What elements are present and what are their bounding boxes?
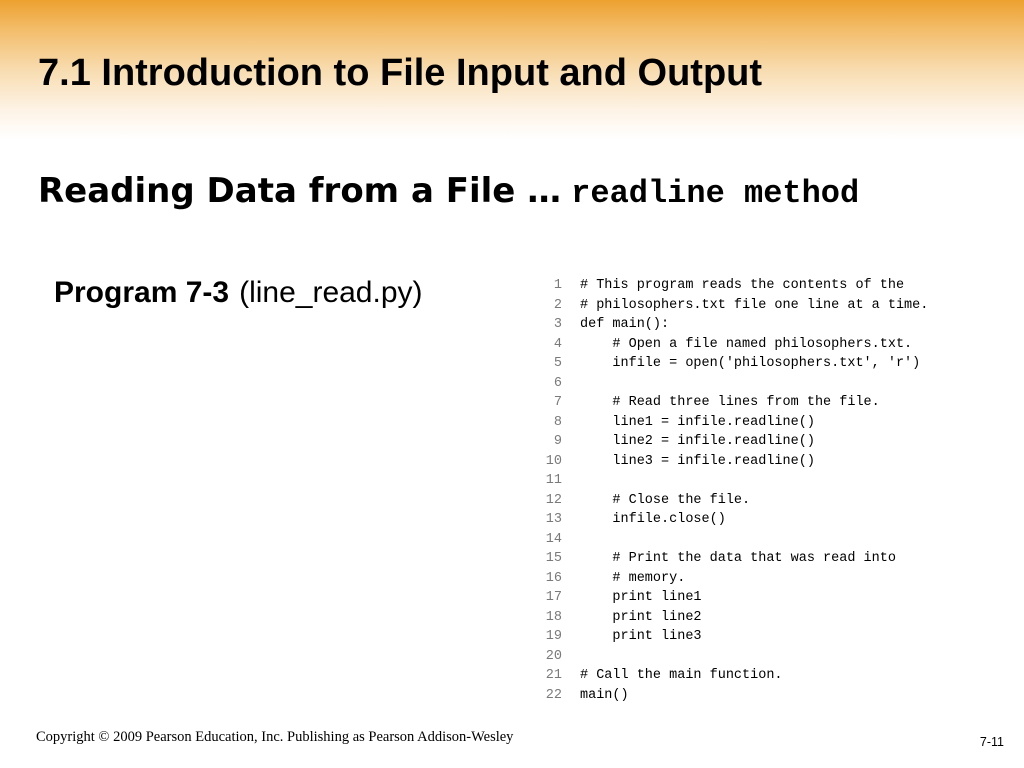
header-gradient-band — [0, 0, 1024, 140]
slide-subtitle: Reading Data from a File …readline metho… — [38, 166, 859, 220]
code-text: # Print the data that was read into — [580, 551, 896, 566]
code-line: 15 # Print the data that was read into — [536, 549, 1006, 569]
slide-title: 7.1 Introduction to File Input and Outpu… — [38, 52, 763, 94]
line-number: 5 — [553, 356, 562, 371]
code-text: infile.close() — [580, 512, 726, 527]
line-number: 10 — [545, 453, 562, 469]
code-text: # Call the main function. — [580, 668, 783, 683]
program-filename: (line_read.py) — [239, 276, 423, 309]
code-line: 16 # memory. — [536, 569, 1006, 589]
code-text: line1 = infile.readline() — [580, 414, 815, 430]
code-text: # This program reads the contents of the — [580, 278, 905, 293]
line-number: 12 — [545, 492, 562, 508]
line-number: 21 — [545, 668, 562, 683]
code-text: # philosophers.txt file one line at a ti… — [580, 297, 929, 313]
line-number: 6 — [553, 375, 562, 391]
code-text: line3 = infile.readline() — [580, 453, 815, 469]
line-number: 4 — [553, 336, 562, 352]
code-line: 10 line3 = infile.readline() — [536, 452, 1006, 472]
line-number: 8 — [553, 414, 562, 430]
subtitle-text: Reading Data from a File … — [38, 171, 562, 211]
line-number: 7 — [553, 395, 562, 410]
code-line: 13 infile.close() — [536, 510, 1006, 530]
code-line: 11 — [536, 471, 1006, 491]
line-number: 16 — [545, 570, 562, 586]
line-number: 1 — [553, 278, 562, 293]
code-text: # Read three lines from the file. — [580, 395, 880, 410]
code-text: main() — [580, 687, 629, 703]
code-line: 1 # This program reads the contents of th… — [536, 276, 1006, 296]
code-text: # Close the file. — [580, 492, 751, 508]
code-line: 8 line1 = infile.readline() — [536, 413, 1006, 433]
line-number: 15 — [545, 551, 562, 566]
code-line: 6 — [536, 374, 1006, 394]
code-listing: 1 # This program reads the contents of th… — [536, 276, 1006, 705]
program-label: Program 7-3 (line_read.py) — [54, 274, 423, 312]
line-number: 13 — [545, 512, 562, 527]
code-line: 21 # Call the main function. — [536, 666, 1006, 686]
code-line: 18 print line2 — [536, 608, 1006, 628]
code-line: 9 line2 = infile.readline() — [536, 432, 1006, 452]
code-line: 22 main() — [536, 686, 1006, 706]
line-number: 14 — [545, 531, 562, 547]
line-number: 22 — [545, 687, 562, 703]
code-text: print line1 — [580, 590, 702, 605]
code-line: 4 # Open a file named philosophers.txt. — [536, 335, 1006, 355]
line-number: 19 — [545, 629, 562, 644]
program-number: Program 7-3 — [54, 276, 230, 309]
subtitle-code: readline method — [571, 175, 860, 212]
code-text: def main(): — [580, 317, 670, 332]
code-line: 3 def main(): — [536, 315, 1006, 335]
line-number: 18 — [545, 609, 562, 625]
line-number: 9 — [553, 434, 562, 449]
line-number: 2 — [553, 297, 562, 313]
code-text: print line3 — [580, 629, 702, 644]
line-number: 17 — [545, 590, 562, 605]
code-line: 7 # Read three lines from the file. — [536, 393, 1006, 413]
code-line: 2 # philosophers.txt file one line at a t… — [536, 296, 1006, 316]
code-text: line2 = infile.readline() — [580, 434, 815, 449]
line-number: 3 — [553, 317, 562, 332]
page-number: 7-11 — [979, 735, 1004, 749]
code-line: 12 # Close the file. — [536, 491, 1006, 511]
code-line: 17 print line1 — [536, 588, 1006, 608]
code-line: 19 print line3 — [536, 627, 1006, 647]
line-number: 11 — [545, 473, 562, 488]
code-line: 20 — [536, 647, 1006, 667]
code-text: # Open a file named philosophers.txt. — [580, 336, 913, 352]
footer-copyright: Copyright © 2009 Pearson Education, Inc.… — [36, 729, 514, 745]
code-text: print line2 — [580, 609, 702, 625]
code-line: 14 — [536, 530, 1006, 550]
code-line: 5 infile = open('philosophers.txt', 'r') — [536, 354, 1006, 374]
line-number: 20 — [545, 648, 562, 664]
code-text: # memory. — [580, 570, 686, 586]
code-text: infile = open('philosophers.txt', 'r') — [580, 356, 921, 371]
